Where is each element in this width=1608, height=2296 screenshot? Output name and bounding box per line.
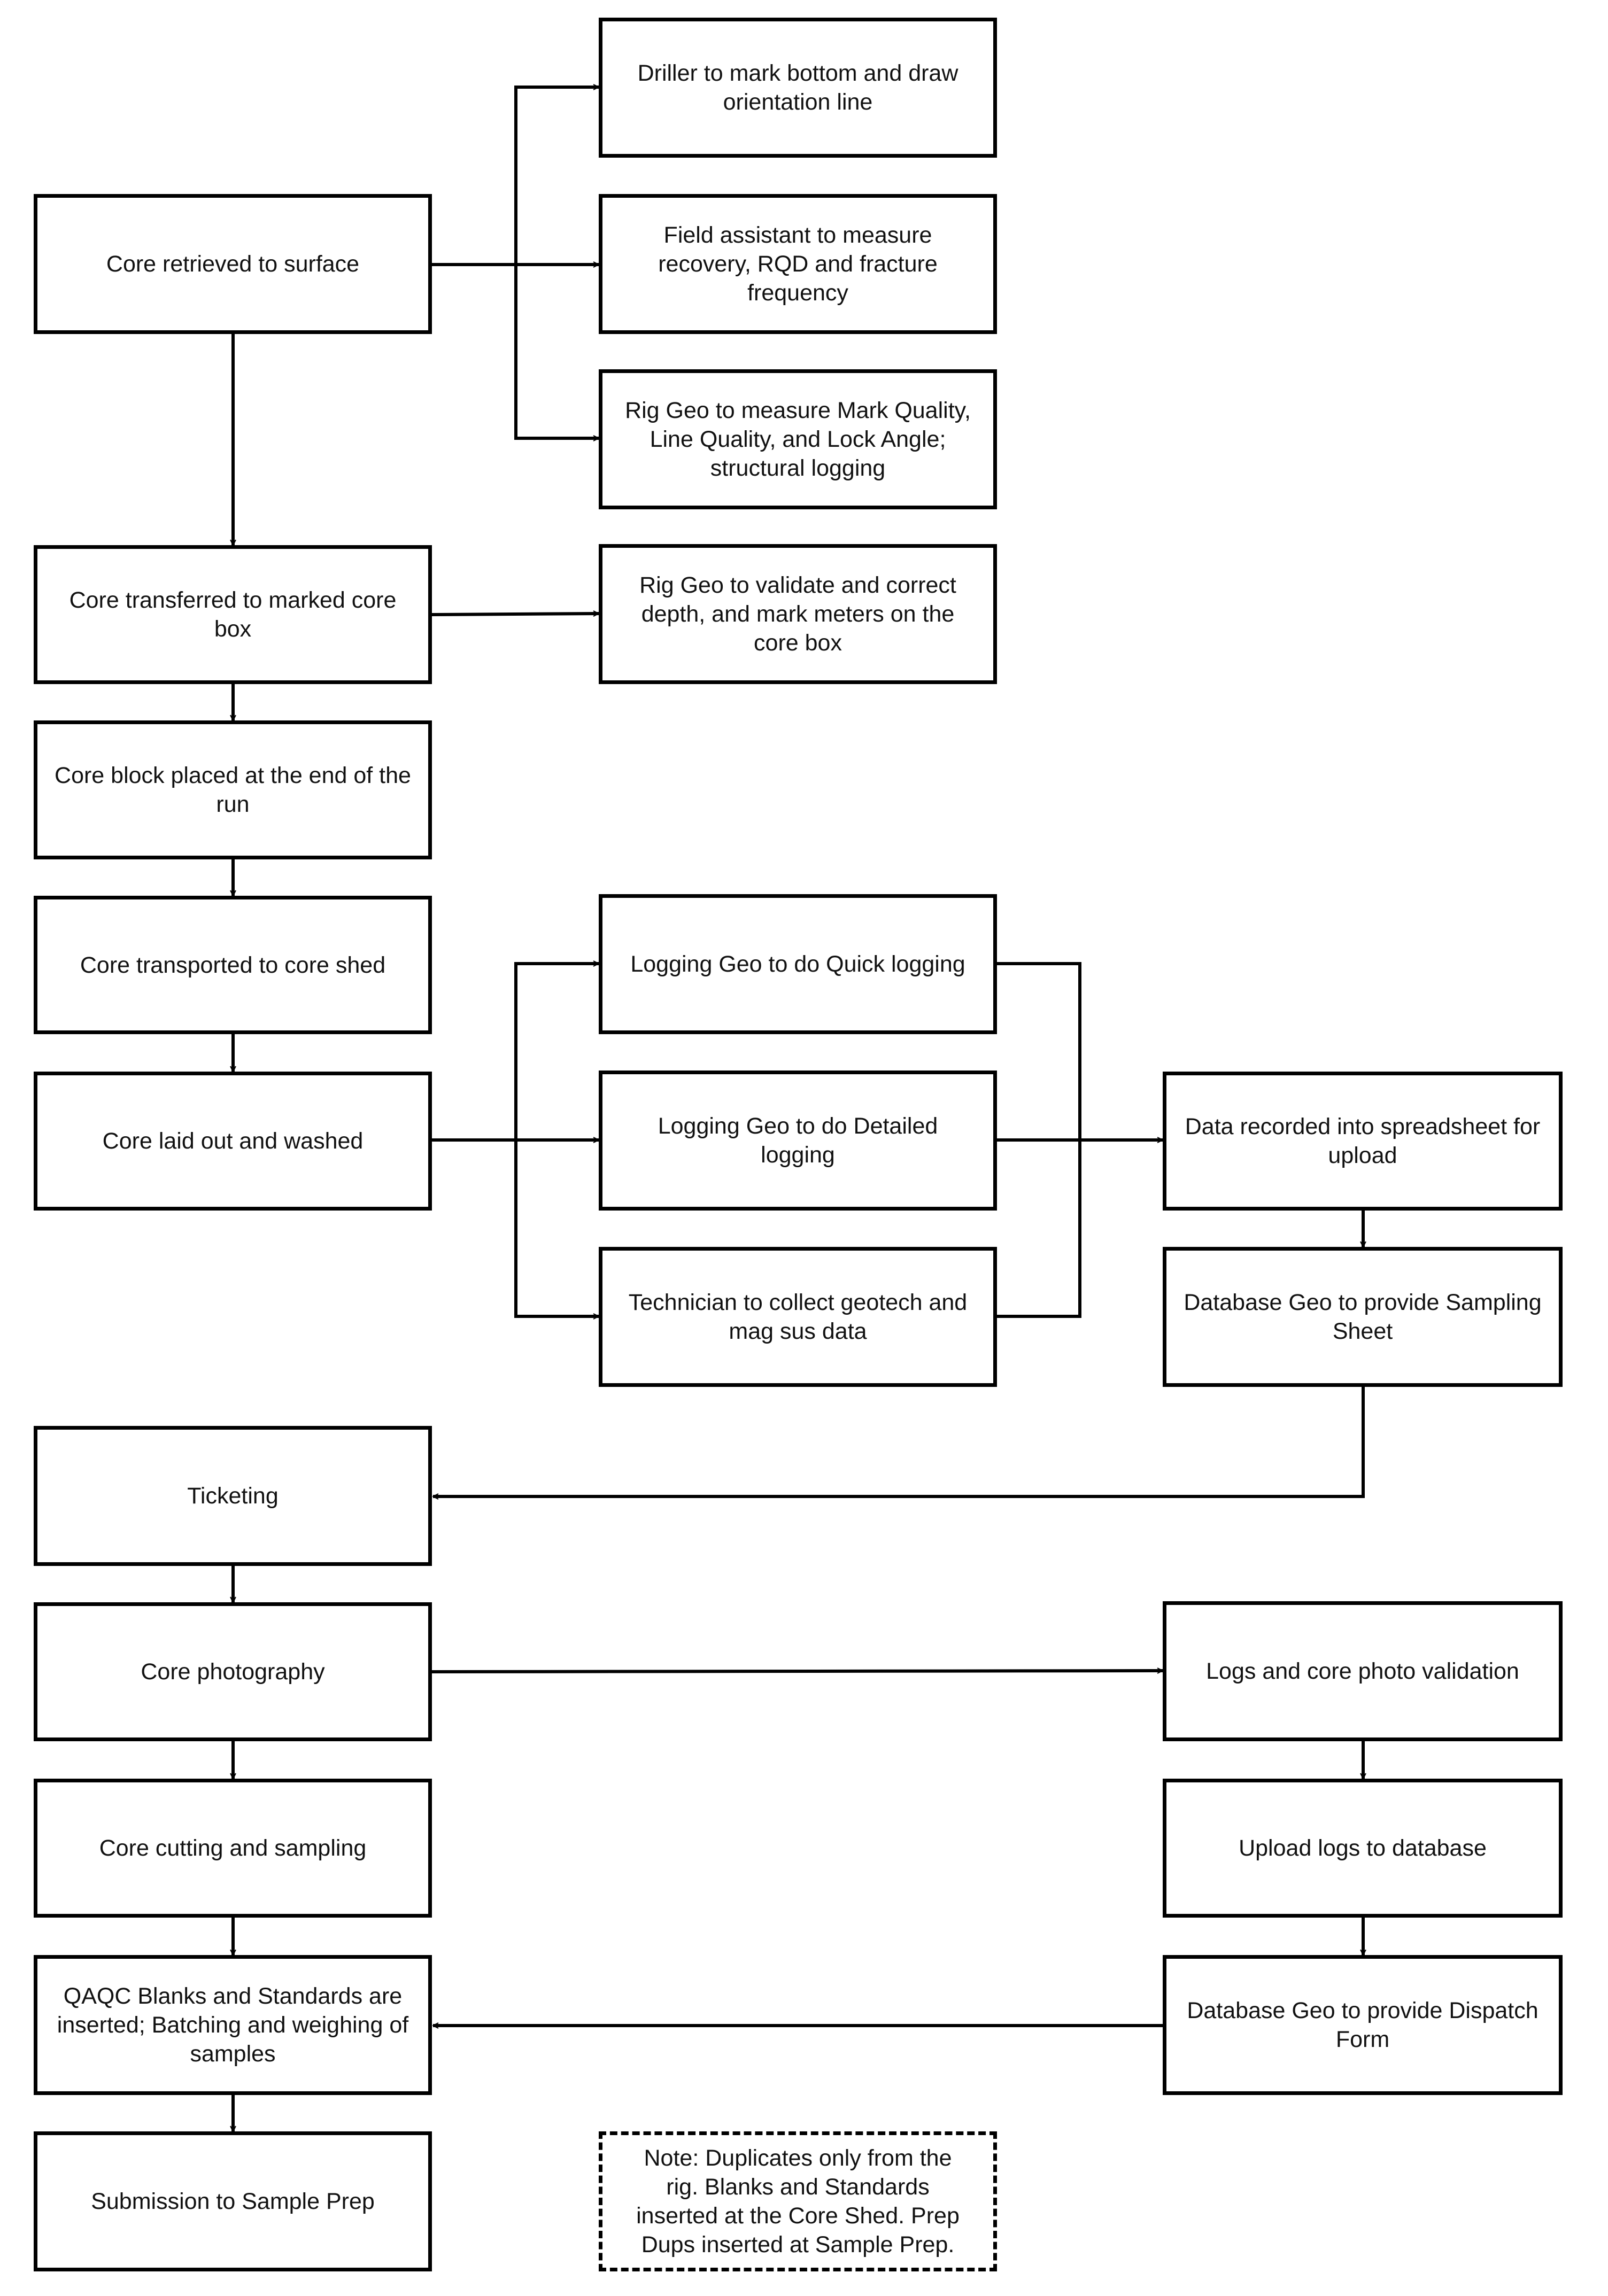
note-text: Note: Duplicates only from the rig. Blan… [636,2145,960,2258]
node-upload-logs: Upload logs to database [1163,1779,1563,1918]
node-technician: Technician to collect geotech and mag su… [599,1247,997,1387]
arrow-transferred-to-rig-geo-validate [431,614,599,615]
node-submission-label: Submission to Sample Prep [91,2189,375,2214]
node-core-retrieved-label: Core retrieved to surface [106,251,360,277]
node-core-cutting: Core cutting and sampling [34,1779,432,1918]
arrow-photography-to-validation [431,1671,1163,1672]
node-logs-validation-label: Logs and core photo validation [1206,1658,1519,1684]
node-core-retrieved: Core retrieved to surface [34,194,432,334]
node-field-assistant: Field assistant to measure recovery, RQD… [599,194,997,334]
node-db-geo-sampling-label: Database Geo to provide Sampling Sheet [1184,1290,1542,1344]
node-db-geo-dispatch-label: Database Geo to provide Dispatch Form [1187,1998,1539,2052]
node-rig-geo-measure-label: Rig Geo to measure Mark Quality, Line Qu… [625,398,971,481]
node-core-transported: Core transported to core shed [34,896,432,1034]
node-driller: Driller to mark bottom and draw orientat… [599,18,997,158]
node-data-recorded-label: Data recorded into spreadsheet for uploa… [1185,1114,1541,1168]
node-core-transported-label: Core transported to core shed [80,952,386,978]
arrow-laid-out-to-quick [432,964,599,1142]
node-qaqc-label: QAQC Blanks and Standards are inserted; … [57,1983,409,2067]
node-ticketing-label: Ticketing [187,1483,279,1509]
node-core-block-label: Core block placed at the end of the run [55,763,411,817]
node-core-photography-label: Core photography [141,1659,325,1685]
node-core-transferred-label: Core transferred to marked core box [69,587,397,642]
arrow-laid-out-to-technician [514,1140,599,1316]
node-quick-logging-label: Logging Geo to do Quick logging [630,951,965,977]
node-driller-label: Driller to mark bottom and draw orientat… [637,60,958,115]
node-rig-geo-validate: Rig Geo to validate and correct depth, a… [599,544,997,684]
node-core-transferred: Core transferred to marked core box [34,545,432,684]
node-data-recorded: Data recorded into spreadsheet for uploa… [1163,1072,1563,1211]
arrow-retrieved-to-rig-geo [514,265,599,438]
node-core-photography: Core photography [34,1602,432,1741]
node-qaqc: QAQC Blanks and Standards are inserted; … [34,1955,432,2095]
node-logs-validation: Logs and core photo validation [1163,1601,1563,1741]
node-technician-label: Technician to collect geotech and mag su… [628,1290,968,1344]
node-core-cutting-label: Core cutting and sampling [99,1835,367,1861]
node-rig-geo-measure: Rig Geo to measure Mark Quality, Line Qu… [599,369,997,509]
arrow-retrieved-to-driller [432,87,599,266]
node-core-laid-out-label: Core laid out and washed [102,1128,364,1154]
node-core-laid-out: Core laid out and washed [34,1072,432,1211]
node-detailed-logging: Logging Geo to do Detailed logging [599,1071,997,1211]
node-ticketing: Ticketing [34,1426,432,1566]
node-submission: Submission to Sample Prep [34,2131,432,2271]
node-core-block: Core block placed at the end of the run [34,720,432,859]
node-db-geo-dispatch: Database Geo to provide Dispatch Form [1163,1955,1563,2095]
note-box: Note: Duplicates only from the rig. Blan… [599,2131,997,2271]
node-db-geo-sampling: Database Geo to provide Sampling Sheet [1163,1247,1563,1387]
arrow-db-sampling-to-ticketing [433,1387,1365,1496]
node-field-assistant-label: Field assistant to measure recovery, RQD… [658,222,938,306]
node-upload-logs-label: Upload logs to database [1239,1835,1487,1861]
node-rig-geo-validate-label: Rig Geo to validate and correct depth, a… [639,572,956,656]
node-quick-logging: Logging Geo to do Quick logging [599,894,997,1034]
node-detailed-logging-label: Logging Geo to do Detailed logging [658,1113,938,1168]
